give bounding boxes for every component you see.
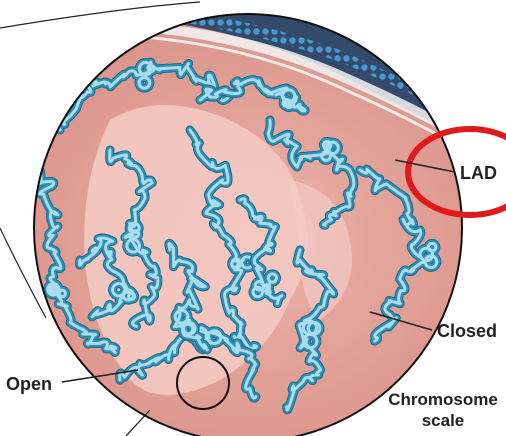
- chromosome-scale-label-line1: Chromosome: [388, 390, 498, 409]
- zoom-connector-top: [0, 2, 200, 28]
- zoom-circle-pointer: [126, 410, 150, 436]
- open-label: Open: [6, 374, 52, 394]
- chromosome-scale-label-line2: scale: [422, 411, 465, 430]
- lad-label: LAD: [460, 163, 497, 183]
- closed-label: Closed: [437, 321, 497, 341]
